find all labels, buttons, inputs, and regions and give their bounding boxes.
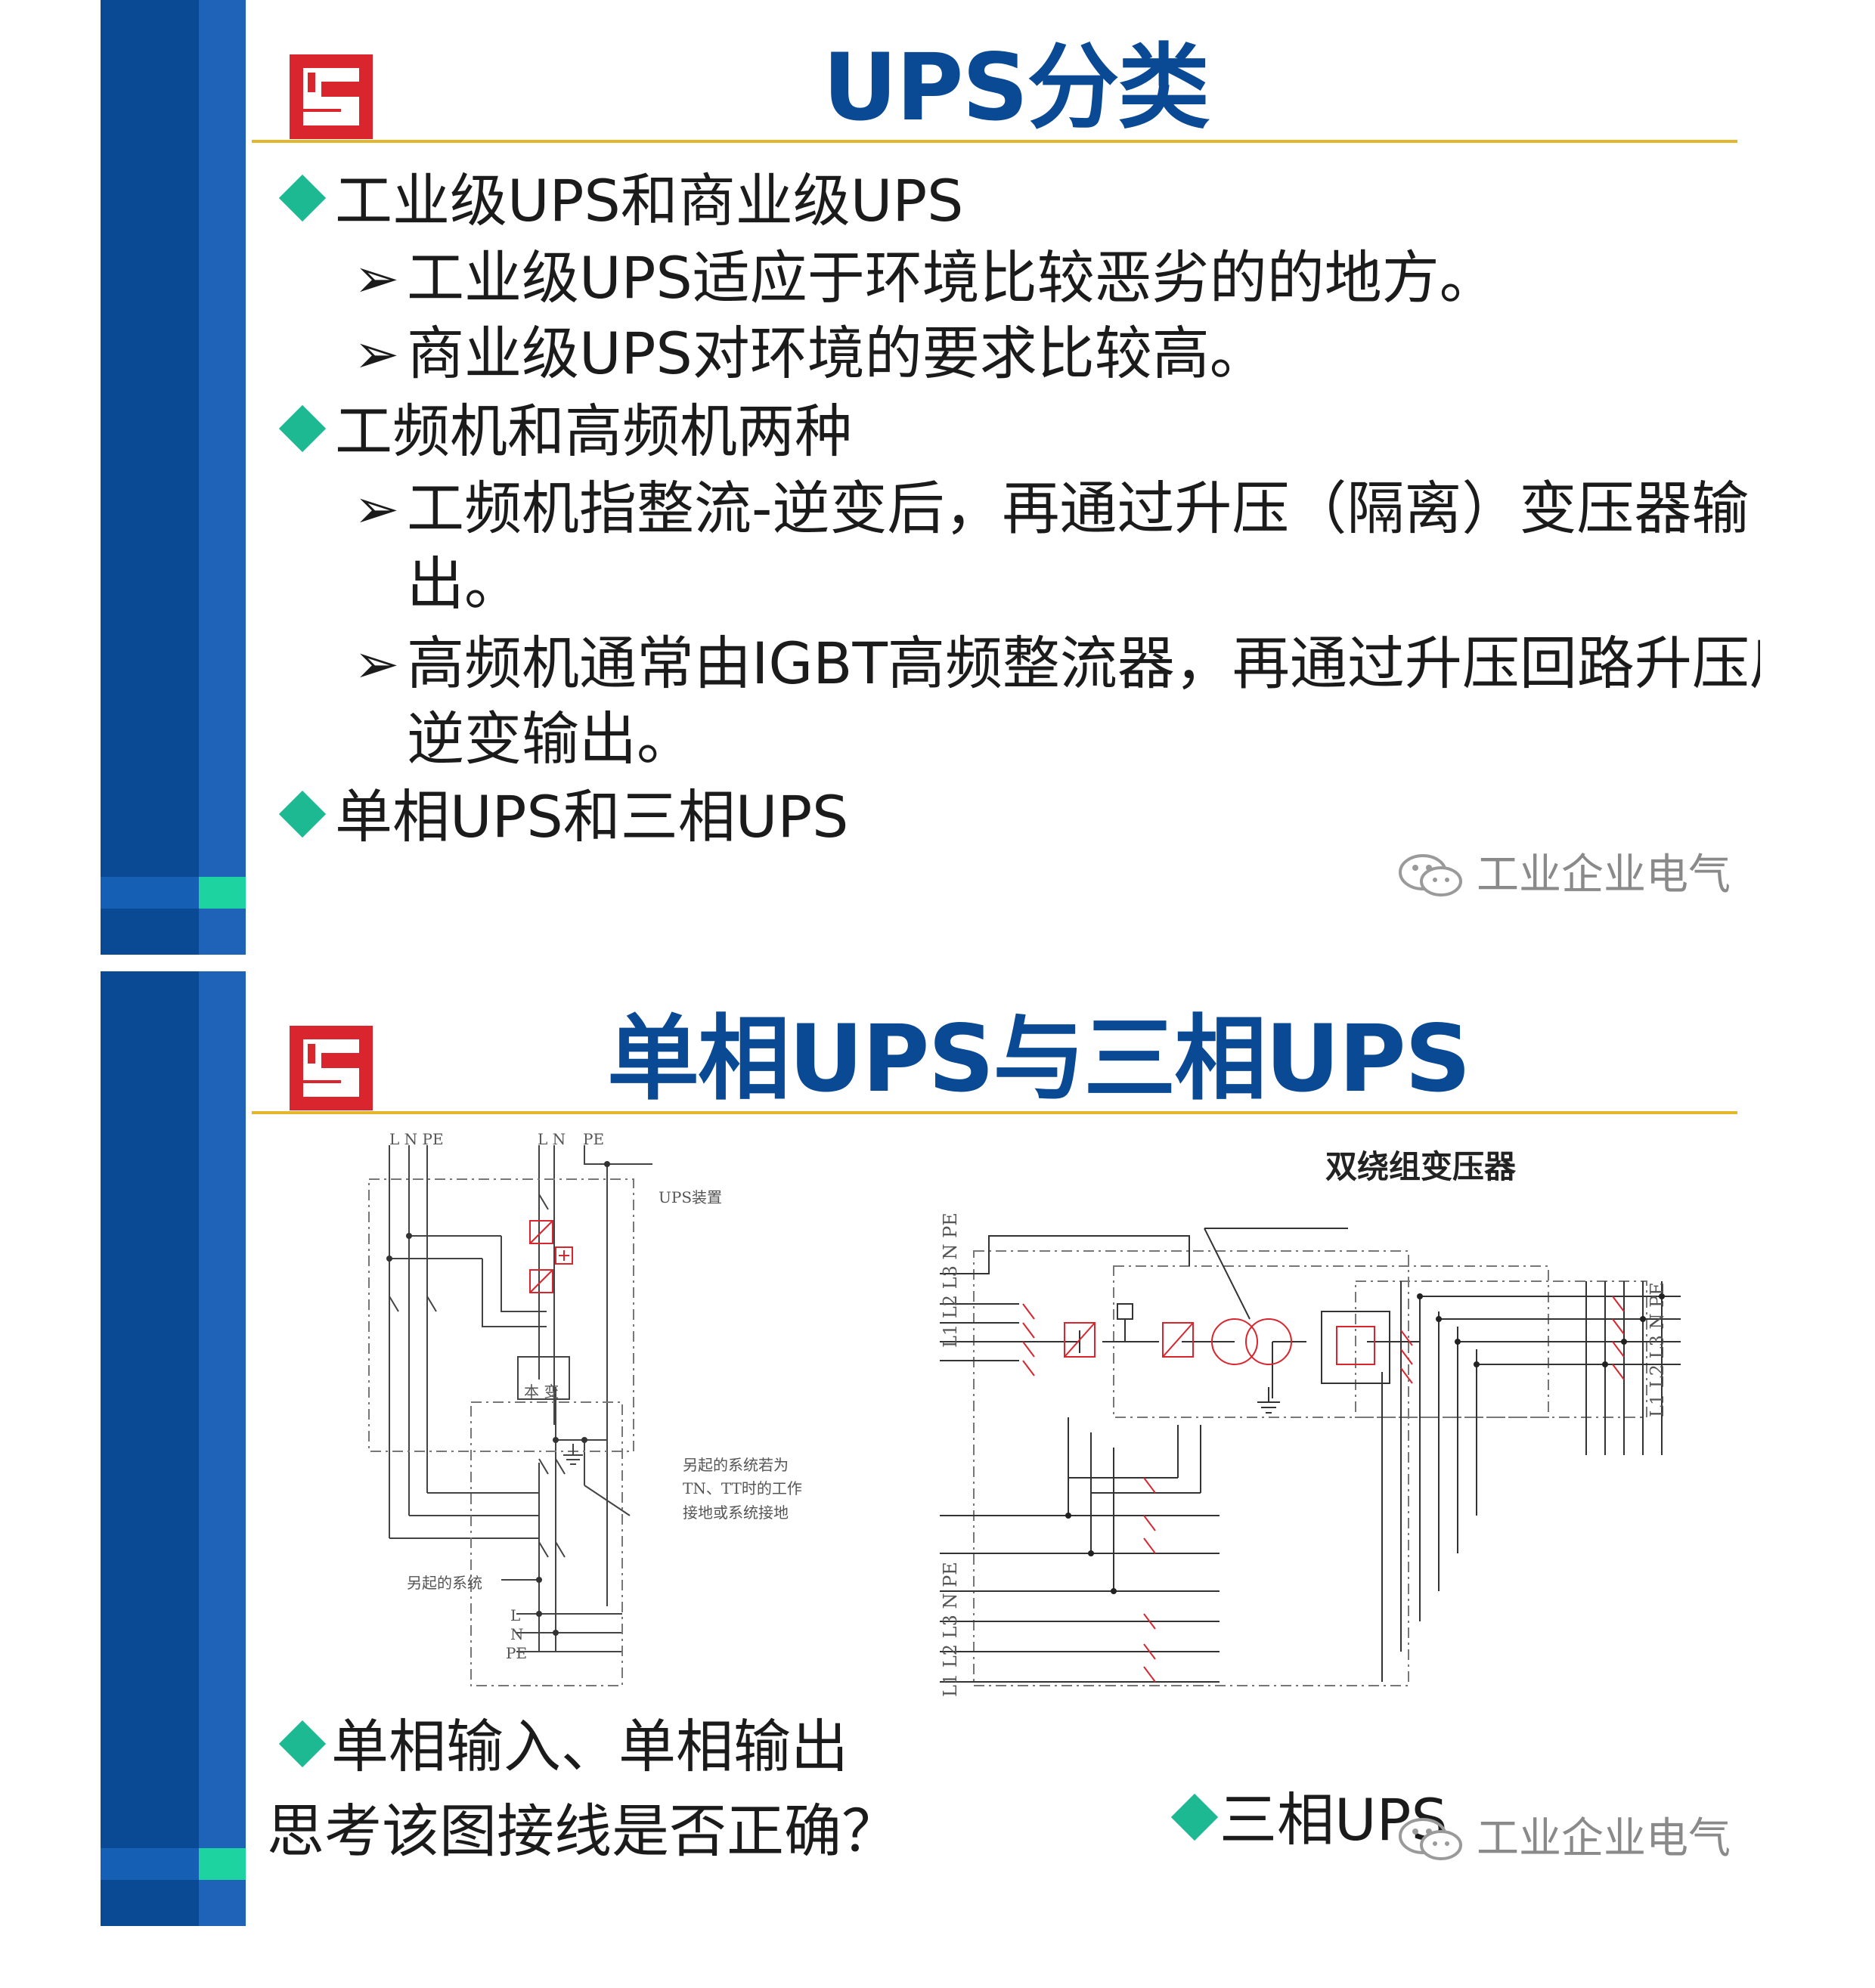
arrow-bullet-icon: ➢ <box>354 477 400 540</box>
bullet-diamond-icon <box>278 174 327 222</box>
title-rule <box>252 1111 1737 1114</box>
wechat-icon <box>1399 854 1462 896</box>
side-bar-band <box>101 877 199 909</box>
title-rule <box>252 140 1737 143</box>
watermark-text: 工业企业电气 <box>1477 850 1731 900</box>
label-out-n: N <box>510 1625 524 1643</box>
side-bar-dark <box>101 971 199 1926</box>
label-top-l-n-pe: L N PE <box>389 1130 444 1148</box>
bullet-three-phase: 三相UPS <box>1220 1786 1448 1853</box>
bullet-industrial-commercial: 工业级UPS和商业级UPS <box>335 167 964 234</box>
bullet-frequency-types: 工频机和高频机两种 <box>335 398 852 465</box>
wechat-icon <box>1399 1818 1462 1860</box>
sub-bullet-industrial: 工业级UPS适应于环境比较恶劣的的地方。 <box>407 244 1497 311</box>
arrow-bullet-icon: ➢ <box>354 322 400 386</box>
bullet-diamond-icon <box>1170 1793 1219 1841</box>
output-lines-label: L1 L2 L3 N PE <box>1647 1282 1668 1417</box>
sub-bullet-line-frequency-cont: 出。 <box>407 550 522 618</box>
bullet-diamond-icon <box>278 1720 327 1768</box>
logo-icon <box>290 54 373 139</box>
logo-icon <box>290 1026 373 1110</box>
arrow-bullet-icon: ➢ <box>354 632 400 695</box>
question-text: 思考该图接线是否正确？ <box>267 1798 899 1865</box>
single-phase-wiring-diagram <box>368 1145 652 1686</box>
three-phase-wiring-diagram <box>940 1228 1681 1686</box>
note-line-3: 接地或系统接地 <box>683 1503 789 1522</box>
input-lines-label: L1 L2 L3 N PE <box>940 1212 961 1348</box>
bullet-single-three-phase: 单相UPS和三相UPS <box>335 783 849 850</box>
label-separate-system: 另起的系统 <box>407 1574 482 1592</box>
slide-single-vs-three-phase: 单相UPS与三相UPS <box>101 971 1760 1926</box>
sub-bullet-high-frequency: 高频机通常由IGBT高频整流器，再通过升压回路升压后 <box>407 630 1760 697</box>
slide-ups-classification: UPS分类 工业级UPS和商业级UPS ➢ 工业级UPS适应于环境比较恶劣的的地… <box>101 0 1760 955</box>
transformer-label: 双绕组变压器 <box>1325 1148 1517 1185</box>
bypass-lines-label: L1 L2 L3 N PE <box>940 1562 961 1697</box>
side-bar-accent <box>199 1848 246 1880</box>
side-bar-light <box>199 0 246 955</box>
label-ups-device: UPS装置 <box>659 1188 723 1206</box>
watermark-text: 工业企业电气 <box>1477 1814 1731 1863</box>
label-top-l-n: L N <box>538 1130 566 1148</box>
label-out-pe: PE <box>506 1644 528 1662</box>
label-box: 本 变 <box>524 1383 559 1401</box>
bullet-diamond-icon <box>278 790 327 838</box>
arrow-bullet-icon: ➢ <box>354 246 400 310</box>
sub-bullet-line-frequency: 工频机指整流-逆变后，再通过升压（隔离）变压器输 <box>407 475 1749 542</box>
sub-bullet-commercial: 商业级UPS对环境的要求比较高。 <box>407 320 1267 387</box>
bullet-single-in-out: 单相输入、单相输出 <box>331 1713 848 1780</box>
note-line-1: 另起的系统若为 <box>683 1456 789 1474</box>
side-bar-light <box>199 971 246 1926</box>
bullet-diamond-icon <box>278 404 327 453</box>
side-bar-dark <box>101 0 199 955</box>
note-line-2: TN、TT时的工作 <box>683 1479 802 1497</box>
label-out-l: L <box>510 1606 521 1624</box>
label-top-pe: PE <box>583 1130 605 1148</box>
page-title: 单相UPS与三相UPS <box>607 1005 1471 1113</box>
side-bar-accent <box>199 877 246 909</box>
side-bar-band <box>101 1848 199 1880</box>
sub-bullet-high-frequency-cont: 逆变输出。 <box>407 705 694 773</box>
page-title: UPS分类 <box>823 34 1210 141</box>
